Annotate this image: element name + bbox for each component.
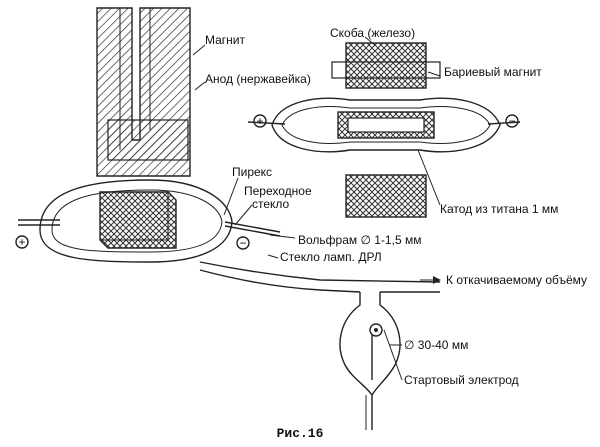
label-anode: Анод (нержавейка) bbox=[205, 72, 311, 86]
svg-text:+: + bbox=[256, 114, 263, 128]
label-diameter: ∅ 30-40 мм bbox=[404, 338, 468, 352]
left-lamp-bulb bbox=[18, 179, 441, 293]
polarity-plus-left: + bbox=[15, 235, 29, 249]
polarity-minus-right: − bbox=[505, 114, 519, 128]
label-bracket: Скоба (железо) bbox=[330, 26, 415, 40]
starter-bulb bbox=[339, 292, 401, 430]
svg-text:−: − bbox=[508, 114, 515, 128]
label-to-pumped-volume: К откачиваемому объёму bbox=[446, 273, 587, 287]
label-magnet: Магнит bbox=[205, 33, 246, 47]
label-starter-electrode: Стартовый электрод bbox=[404, 373, 519, 387]
magnet-block bbox=[96, 7, 191, 177]
leader-lines bbox=[192, 36, 441, 381]
label-drl-glass: Стекло ламп. ДРЛ bbox=[280, 250, 382, 264]
label-pyrex: Пирекс bbox=[232, 165, 272, 179]
polarity-minus-left: − bbox=[236, 236, 250, 250]
barium-magnet-bottom bbox=[345, 174, 427, 218]
label-transition-glass-2: стекло bbox=[252, 197, 290, 211]
figure-caption: Рис.16 bbox=[277, 426, 324, 441]
polarity-plus-right: + bbox=[253, 114, 267, 128]
label-barium-magnet: Бариевый магнит bbox=[444, 65, 542, 79]
svg-text:−: − bbox=[239, 236, 246, 250]
label-transition-glass-1: Переходное bbox=[244, 184, 312, 198]
magnetron-tube bbox=[247, 97, 521, 153]
barium-magnet-top bbox=[331, 42, 441, 89]
svg-text:+: + bbox=[18, 235, 25, 249]
label-tungsten: Вольфрам ∅ 1-1,5 мм bbox=[298, 233, 421, 247]
label-titanium-cathode: Катод из титана 1 мм bbox=[440, 202, 558, 216]
